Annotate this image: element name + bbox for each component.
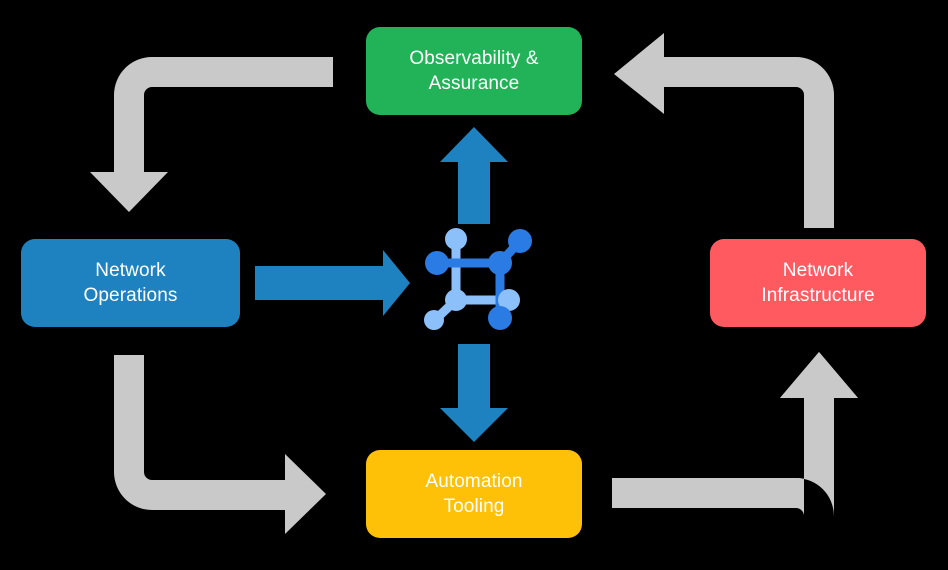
topology-node-bottom [488, 306, 512, 330]
topology-edges-light [431, 235, 505, 324]
arrow-netops-to-center [255, 250, 410, 316]
arrow-observability-to-netops [90, 57, 333, 212]
topology-node-left [425, 251, 449, 275]
topology-nodes [424, 228, 532, 330]
node-box-network-infrastructure[interactable]: Network Infrastructure [710, 239, 926, 327]
arrow-automation-to-netinfra-shape [612, 352, 858, 516]
node-box-observability[interactable]: Observability & Assurance [366, 27, 582, 115]
node-label-network-infrastructure: Network Infrastructure [761, 259, 875, 306]
node-label-network-operations: Network Operations [83, 259, 178, 306]
arrow-center-to-automation [440, 344, 508, 442]
network-topology-icon [424, 228, 532, 330]
topology-node-center-low [445, 289, 467, 311]
topology-node-top-right [508, 229, 532, 253]
topology-node-hub [488, 251, 512, 275]
node-label-automation-tooling: Automation Tooling [425, 470, 523, 517]
topology-node-right-mid [498, 289, 520, 311]
topology-node-bottom-left [424, 310, 444, 330]
topology-node-top [445, 228, 467, 250]
arrow-netops-to-automation [114, 355, 326, 534]
arrow-center-to-observability [440, 127, 508, 224]
node-box-automation-tooling[interactable]: Automation Tooling [366, 450, 582, 538]
node-label-observability: Observability & Assurance [409, 47, 539, 94]
arrow-netinfra-to-observability [614, 33, 834, 228]
node-box-network-operations[interactable]: Network Operations [21, 239, 240, 327]
